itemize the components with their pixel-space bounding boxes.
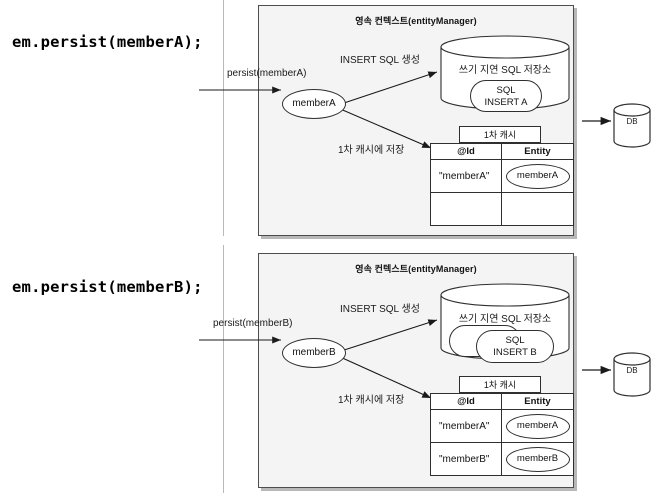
sql-capsule-b-insert-b: SQL INSERT B (476, 330, 554, 363)
persist-arrow-label-a: persist(memberA) (227, 68, 307, 79)
sql-capsule-line1-b: SQL (505, 335, 525, 346)
db-label-a: DB (626, 117, 638, 126)
insert-sql-label-b: INSERT SQL 생성 (340, 304, 420, 315)
db-label-b: DB (626, 366, 638, 375)
panel-title-a: 영속 컨텍스트(entityManager) (355, 16, 477, 26)
table-header-row-b: @Id Entity (430, 393, 574, 410)
cache-col-entity-b: Entity (501, 393, 574, 410)
cache-col-id-a: @Id (430, 143, 502, 160)
persist-arrow-label-b: persist(memberB) (213, 318, 293, 329)
panel-title-b: 영속 컨텍스트(entityManager) (355, 264, 477, 274)
cache-col-entity-a: Entity (501, 143, 574, 160)
store-in-cache-label-b: 1차 캐시에 저장 (338, 395, 405, 406)
code-label-persist-b: em.persist(memberB); (12, 278, 203, 296)
entity-chip: memberB (505, 446, 570, 472)
table-row: "memberA" memberA (430, 409, 574, 443)
cache-cell-id-a1 (430, 192, 502, 226)
column-divider-bottom (223, 245, 224, 493)
entity-chip: memberA (505, 413, 570, 439)
cache-cell-id-b1: "memberB" (430, 442, 502, 476)
column-divider-top (223, 0, 224, 236)
cache-cell-entity-b1: memberB (501, 442, 574, 476)
table-row: "memberA" memberA (430, 159, 574, 193)
store-in-cache-label-a: 1차 캐시에 저장 (338, 145, 405, 156)
cache-cell-entity-a1 (501, 192, 574, 226)
cache-col-id-b: @Id (430, 393, 502, 410)
first-level-cache-table-a: @Id Entity "memberA" memberA (430, 143, 574, 226)
cylinder-label-a: 쓰기 지연 SQL 저장소 (458, 65, 552, 76)
table-row (430, 192, 574, 226)
cylinder-label-b: 쓰기 지연 SQL 저장소 (458, 314, 552, 325)
cache-tab-label-b: 1차 캐시 (459, 376, 541, 393)
cache-cell-entity-b0: memberA (501, 409, 574, 443)
table-row: "memberB" memberB (430, 442, 574, 476)
first-level-cache-table-b: @Id Entity "memberA" memberA "memberB" m… (430, 393, 574, 476)
code-label-persist-a: em.persist(memberA); (12, 33, 203, 51)
sql-capsule-line1-a: SQL (496, 85, 516, 96)
sql-capsule-line2-a: INSERT A (484, 97, 528, 108)
cache-tab-label-a: 1차 캐시 (459, 126, 541, 143)
cache-cell-entity-a0: memberA (501, 159, 574, 193)
entity-chip: memberA (505, 163, 570, 189)
cache-cell-id-a0: "memberA" (430, 159, 502, 193)
insert-sql-label-a: INSERT SQL 생성 (340, 55, 420, 66)
entity-ellipse-a: memberA (282, 89, 346, 119)
table-header-row-a: @Id Entity (430, 143, 574, 160)
sql-capsule-line2-b: INSERT B (493, 347, 537, 358)
entity-ellipse-b: memberB (282, 338, 346, 368)
sql-capsule-a-insert-a: SQL INSERT A (470, 80, 542, 112)
cache-cell-id-b0: "memberA" (430, 409, 502, 443)
